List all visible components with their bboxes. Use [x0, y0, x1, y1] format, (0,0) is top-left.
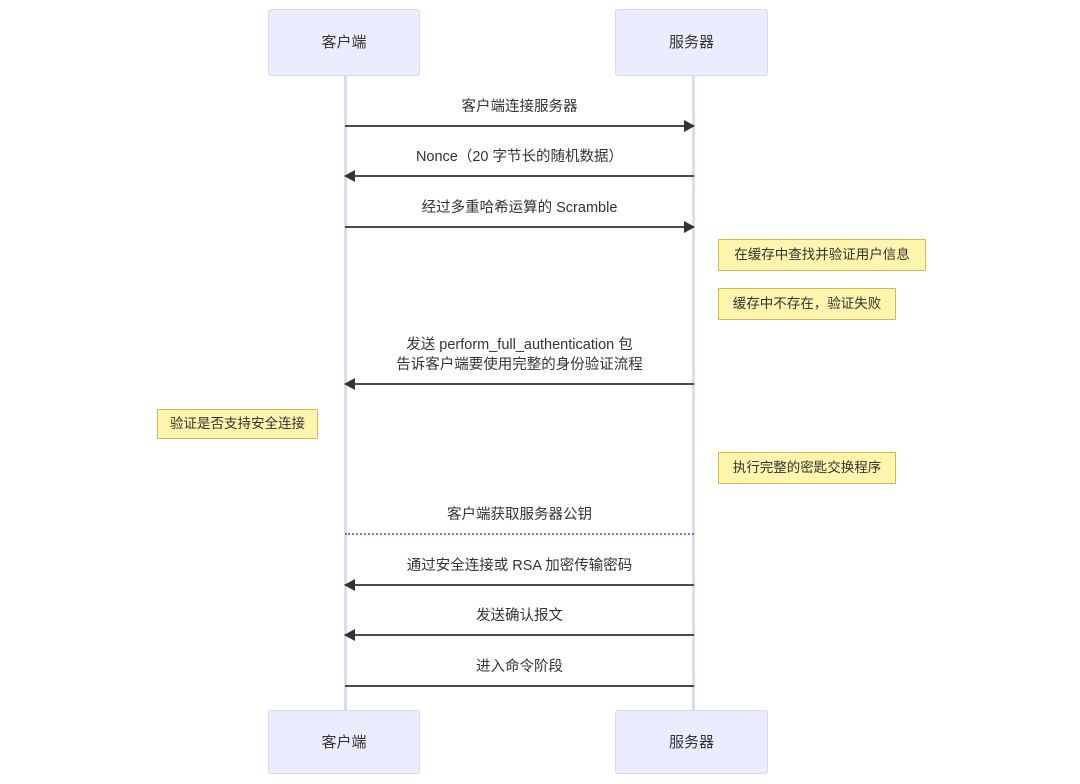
- lifeline-client: [344, 76, 347, 710]
- note-cache-miss[interactable]: 缓存中不存在，验证失败: [718, 288, 896, 320]
- message-7-line: [345, 634, 694, 636]
- message-5-label: 客户端获取服务器公钥: [447, 507, 592, 523]
- message-1-arrowhead: [684, 120, 695, 132]
- participant-client-top[interactable]: 客户端: [268, 9, 420, 76]
- message-1-line: [345, 125, 694, 127]
- participant-client-top-label: 客户端: [321, 34, 367, 51]
- participant-client-bottom[interactable]: 客户端: [268, 710, 420, 774]
- message-6-line: [345, 584, 694, 586]
- message-3-arrowhead: [684, 221, 695, 233]
- message-8-line: [345, 685, 694, 687]
- message-8-label: 进入命令阶段: [476, 659, 563, 675]
- message-1-label: 客户端连接服务器: [461, 99, 578, 115]
- message-7-label: 发送确认报文: [476, 608, 563, 624]
- message-4-arrowhead: [344, 378, 355, 390]
- message-7-arrowhead: [344, 629, 355, 641]
- message-4-line: [345, 383, 694, 385]
- message-5-line: [345, 533, 694, 535]
- message-2-label: Nonce（20 字节长的随机数据）: [415, 149, 624, 165]
- message-6-label: 通过安全连接或 RSA 加密传输密码: [406, 558, 633, 574]
- participant-server-bottom[interactable]: 服务器: [615, 710, 768, 774]
- message-4-label: 发送 perform_full_authentication 包 告诉客户端要使…: [396, 337, 643, 373]
- note-cache-miss-label: 缓存中不存在，验证失败: [732, 296, 882, 312]
- message-3-label: 经过多重哈希运算的 Scramble: [421, 200, 618, 216]
- participant-client-bottom-label: 客户端: [321, 733, 367, 751]
- message-2-line: [345, 175, 694, 177]
- note-cache-lookup-label: 在缓存中查找并验证用户信息: [734, 247, 910, 263]
- note-key-exchange[interactable]: 执行完整的密匙交换程序: [718, 452, 896, 484]
- message-6-arrowhead: [344, 579, 355, 591]
- message-2-arrowhead: [344, 170, 355, 182]
- participant-server-bottom-label: 服务器: [668, 733, 714, 751]
- participant-server-top[interactable]: 服务器: [615, 9, 768, 76]
- participant-server-top-label: 服务器: [668, 34, 714, 51]
- note-secure-connection-check-label: 验证是否支持安全连接: [170, 416, 305, 432]
- note-key-exchange-label: 执行完整的密匙交换程序: [732, 460, 882, 476]
- note-cache-lookup[interactable]: 在缓存中查找并验证用户信息: [718, 239, 926, 271]
- lifeline-server: [692, 76, 695, 710]
- message-3-line: [345, 226, 694, 228]
- note-secure-connection-check[interactable]: 验证是否支持安全连接: [157, 409, 318, 439]
